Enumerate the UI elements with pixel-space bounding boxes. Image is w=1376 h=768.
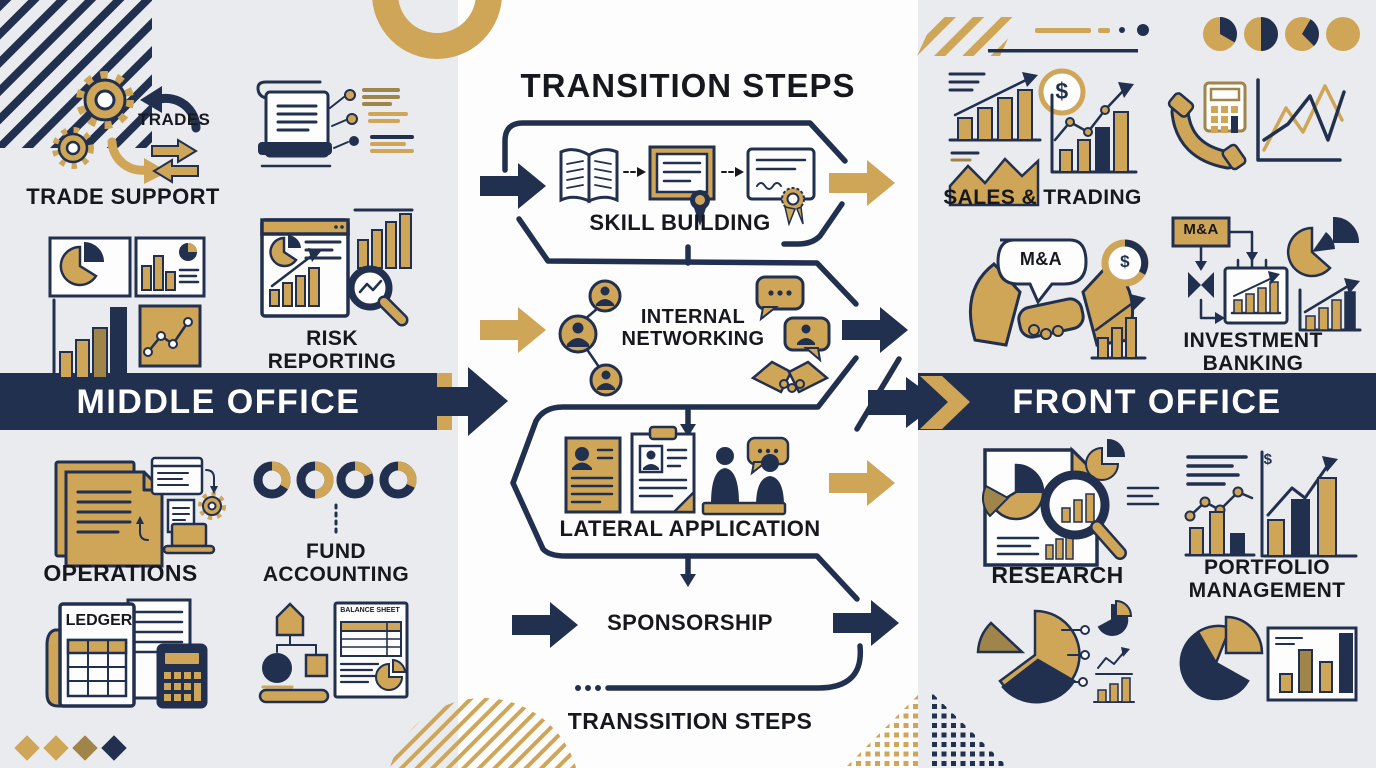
arrow-right-icon (512, 602, 578, 648)
investment-banking-icon (1171, 216, 1362, 332)
interview-icon (701, 436, 790, 516)
front-office-banner (868, 373, 1376, 430)
network-people-icon (558, 279, 623, 397)
internal-networking-icons (558, 275, 831, 397)
ma-box-label: M&A (1183, 221, 1219, 238)
step-skill-building-label: SKILL BUILDING (589, 210, 771, 235)
step-sponsorship-label: SPONSORSHIP (607, 610, 773, 635)
magnifier-icon (347, 265, 409, 327)
balance-sheet-icon (258, 601, 409, 704)
navy-dots-triangle (930, 691, 1009, 768)
arrow-right-icon (842, 307, 908, 353)
operations-icon (54, 456, 226, 568)
person-bubble-icon (783, 316, 831, 363)
ma-bubble-label: M&A (1019, 249, 1063, 269)
operations-label: OPERATIONS (43, 560, 198, 586)
step-arrows (480, 160, 908, 648)
research-label: RESEARCH (991, 562, 1124, 588)
flow-connector-arrowheads (575, 424, 696, 691)
trade-support-label: TRADE SUPPORT (26, 184, 220, 209)
gold-chevron-icon (920, 376, 970, 429)
middle-office-banner-label: MIDDLE OFFICE (76, 383, 361, 421)
charts-panel-icon (48, 236, 206, 380)
dashed-arrow-icon (623, 167, 744, 177)
step-internal-networking-label: INTERNAL NETWORKING (621, 306, 765, 350)
research-pie-callouts-icon (976, 599, 1135, 704)
dollar-donut-label: $ (1120, 252, 1130, 271)
gold-hatch-decoration (917, 17, 1018, 56)
footer-title: TRANSSITION STEPS (567, 708, 813, 734)
front-office-banner-label: FRONT OFFICE (1012, 383, 1282, 421)
fund-accounting-label: FUND ACCOUNTING (262, 540, 410, 587)
banner-arrow-icon (906, 377, 940, 428)
trades-icon-label: TRADES (138, 110, 211, 129)
skill-building-icons (559, 145, 816, 227)
risk-reporting-label: RISK REPORTING (267, 327, 397, 374)
scroll-report-icon (256, 80, 414, 168)
gold-dots-triangle (845, 691, 922, 768)
ledger-icon (45, 598, 208, 709)
arrow-right-icon (480, 163, 546, 209)
phone-calculator-chart-icon (1167, 78, 1346, 171)
step-lateral-application-label: LATERAL APPLICATION (559, 516, 821, 541)
portfolio-management-label: PORTFOLIO MANAGEMENT (1188, 556, 1346, 603)
striped-circle-decoration (389, 698, 577, 768)
ledger-icon-label: LEDGER (65, 612, 133, 629)
sales-trading-icon (948, 68, 1138, 207)
book-icon (559, 148, 619, 204)
portfolio-pie-bars-icon (1179, 615, 1358, 702)
calculator-icon (156, 643, 208, 709)
handshake-icon (750, 360, 830, 394)
arrow-right-icon (480, 307, 546, 353)
resume-icon (564, 436, 622, 514)
arrow-right-icon (829, 460, 895, 506)
banner-arrow-icon (468, 367, 508, 436)
ma-handshake-icon (968, 238, 1149, 360)
application-form-icon (630, 425, 696, 514)
research-icon (981, 438, 1160, 567)
middle-office-banner (0, 367, 508, 436)
gold-ring-decoration (372, 0, 502, 59)
fund-accounting-icon (253, 461, 417, 534)
diamonds-decoration (14, 735, 127, 761)
chat-bubble-icon (755, 275, 805, 322)
risk-reporting-icon (260, 208, 414, 327)
trade-support-icon (52, 71, 201, 184)
arrow-right-icon (833, 600, 899, 646)
dollar-chart-label: $ (1263, 451, 1273, 468)
portfolio-management-icon (1184, 450, 1358, 558)
page-title: TRANSITION STEPS (520, 67, 856, 104)
certificate-icon (648, 145, 716, 226)
balance-sheet-icon-label: BALANCE SHEET (340, 607, 400, 614)
dollar-coin-label: $ (1055, 78, 1069, 104)
hatch-square-decoration (0, 0, 152, 148)
investment-banking-label: INVESTMENT BANKING (1183, 329, 1323, 376)
pie-dots-decoration (1203, 17, 1360, 51)
lateral-application-icons (564, 425, 790, 516)
diploma-icon (746, 147, 816, 227)
arrow-right-icon (829, 160, 895, 206)
sales-trading-label: SALES & TRADING (943, 186, 1142, 209)
transition-flow-path (502, 120, 902, 691)
